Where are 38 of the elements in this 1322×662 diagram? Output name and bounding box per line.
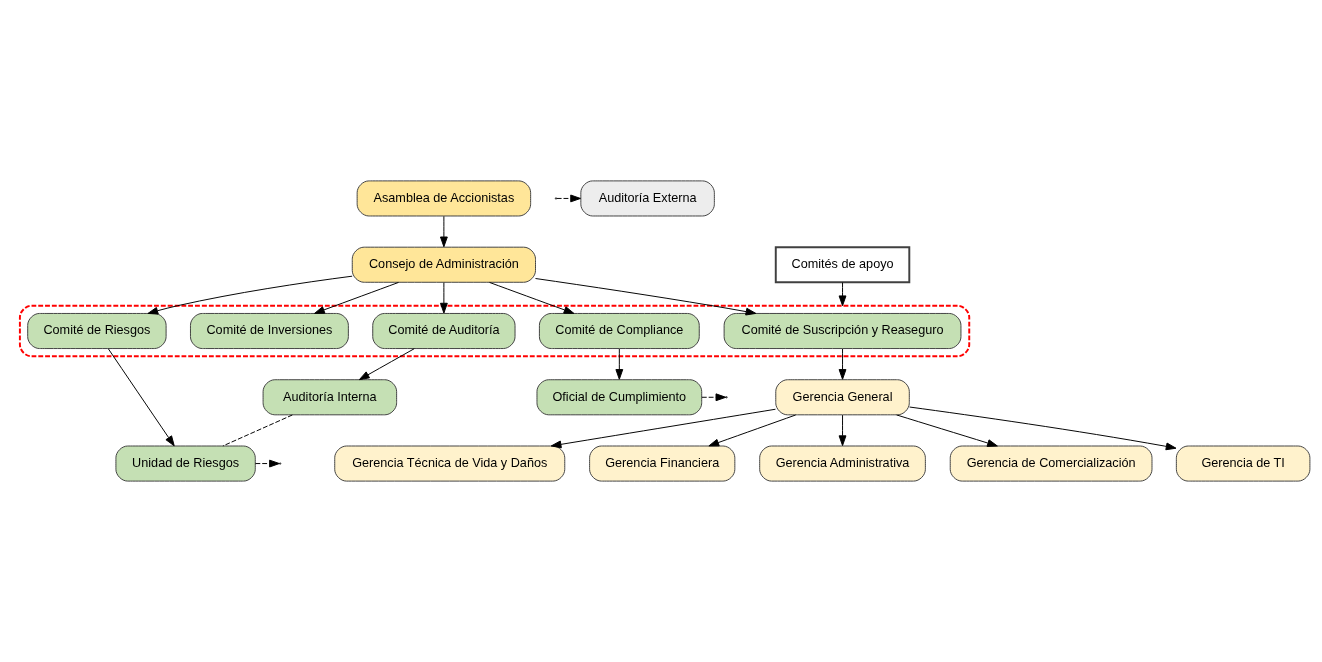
arrow — [440, 215, 448, 248]
node-box: Gerencia Técnica de Vida y Daños — [334, 445, 566, 482]
arrow — [107, 348, 175, 447]
arrow — [838, 348, 847, 380]
node-box: Gerencia Administrativa — [759, 445, 926, 482]
node-box: Comité de Inversiones — [190, 312, 349, 350]
arrow — [535, 278, 757, 316]
arrow — [701, 393, 727, 402]
arrow — [838, 414, 847, 447]
node-box: Comité de Riesgos — [27, 312, 167, 350]
arrow — [896, 414, 998, 447]
arrow — [314, 281, 399, 314]
node-box: Auditoría Externa — [580, 180, 715, 217]
node-box: Comités de apoyo — [774, 246, 911, 284]
arrow — [254, 459, 280, 468]
node-box: Gerencia Financiera — [589, 445, 736, 482]
arrow — [440, 282, 448, 314]
arrow — [489, 281, 575, 314]
node-box: Auditoría Interna — [262, 379, 398, 416]
arrow — [615, 348, 624, 380]
arrow — [556, 194, 581, 203]
node-box: Gerencia de TI — [1175, 445, 1311, 482]
arrow — [147, 275, 353, 315]
arrow — [909, 406, 1177, 451]
node-box: Comité de Suscripción y Reaseguro — [723, 312, 962, 350]
arrow — [358, 348, 415, 381]
node-box: Comité de Auditoría — [372, 312, 516, 350]
node-box: Consejo de Administración — [351, 246, 536, 283]
node-box: Oficial de Cumplimiento — [536, 379, 703, 416]
arrow — [550, 408, 776, 449]
connector — [222, 414, 293, 447]
arrow — [838, 282, 847, 307]
node-box: Gerencia de Comercialización — [949, 445, 1153, 482]
node-box: Comité de Compliance — [538, 312, 700, 350]
arrow — [708, 414, 797, 447]
node-box: Asamblea de Accionistas — [356, 180, 532, 217]
node-box: Gerencia General — [775, 379, 910, 416]
node-box: Unidad de Riesgos — [115, 445, 256, 482]
